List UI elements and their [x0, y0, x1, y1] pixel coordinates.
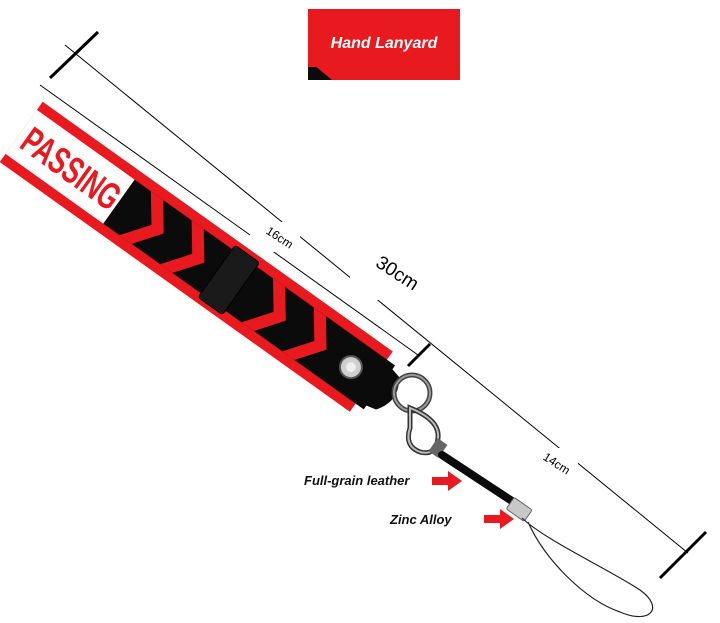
right-arrow-icon	[432, 471, 462, 491]
right-arrow-icon	[484, 509, 514, 529]
callout-arrow-alloy	[484, 509, 514, 529]
strap-keeper	[198, 245, 259, 315]
label-mask	[530, 448, 578, 476]
callout-arrow-leather	[432, 471, 462, 491]
string-loop	[521, 517, 653, 618]
dimension-line-wide	[39, 84, 432, 368]
dimension-line-total	[48, 30, 708, 580]
label-mask	[250, 222, 300, 252]
callout-alloy: Zinc Alloy	[390, 512, 452, 527]
lanyard-strap: PASSING	[0, 101, 400, 412]
leather-tab	[347, 353, 400, 410]
zinc-alloy-cap	[506, 497, 532, 522]
label-mask	[350, 240, 430, 300]
banner-shape	[308, 9, 460, 80]
banner-title: Hand Lanyard	[330, 35, 438, 52]
title-banner: Hand Lanyard	[308, 9, 460, 80]
rivet-center	[345, 362, 356, 373]
strap-white-panel	[5, 109, 135, 224]
leather-cord	[438, 451, 522, 509]
strap-chevrons	[119, 191, 327, 361]
split-ring-highlight	[393, 374, 431, 412]
callout-leather: Full-grain leather	[304, 473, 410, 488]
strap-black-band	[103, 179, 396, 410]
lobster-clasp-icon	[405, 404, 448, 458]
